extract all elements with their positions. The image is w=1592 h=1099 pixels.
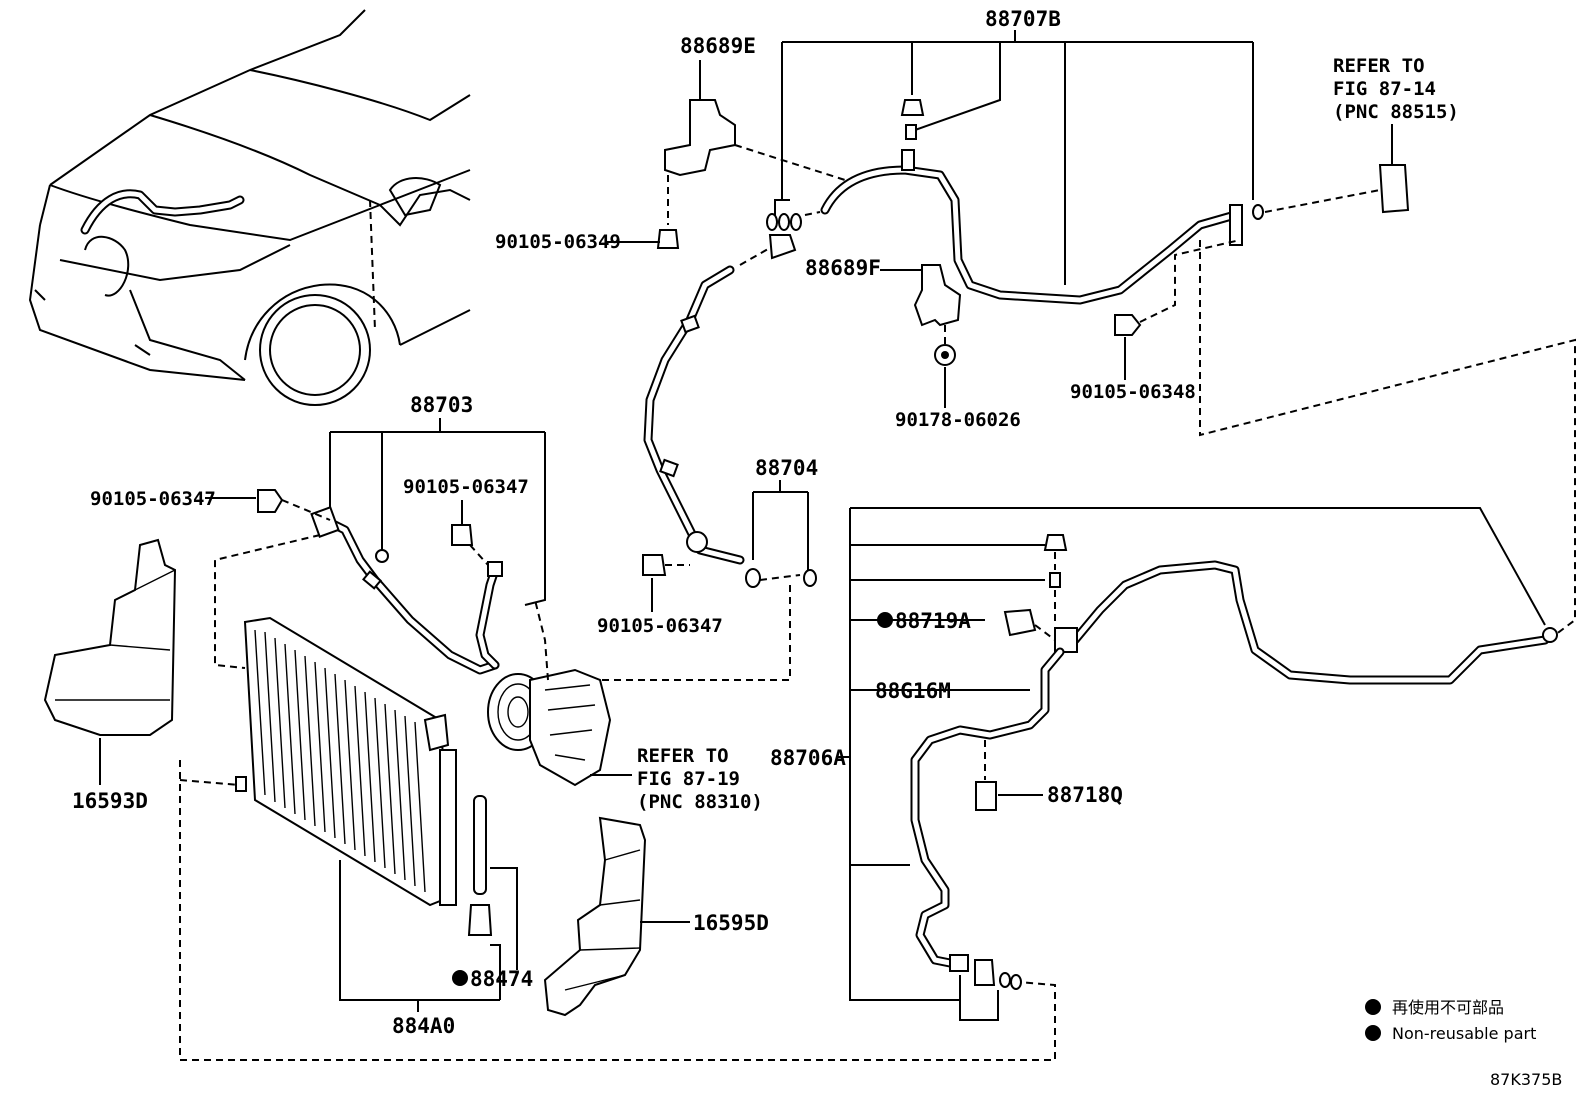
o-ring-icon	[745, 568, 761, 588]
group-88706A: 88718Q 88719A 88G16M 88706A	[770, 507, 1558, 1021]
label-90105-06349: 90105-06349	[495, 231, 621, 253]
label-88719A: 88719A	[895, 609, 971, 633]
o-ring-icon	[790, 213, 802, 231]
shield-16593D-icon	[43, 538, 177, 736]
hose-joint-icon	[768, 234, 797, 260]
group-16595D: 16595D	[543, 816, 769, 1017]
label-88704: 88704	[755, 456, 818, 480]
label-88689F: 88689F	[805, 256, 881, 280]
legend-dot-icon	[1365, 1025, 1381, 1041]
legend-dot-icon	[1365, 999, 1381, 1015]
pressure-sensor-icon	[1003, 608, 1037, 637]
bolt-icon	[1114, 314, 1142, 336]
group-88704: 88704 90105-06347	[555, 456, 818, 681]
shield-16595D-icon	[543, 816, 647, 1017]
label-90105-06347-a: 90105-06347	[90, 488, 216, 510]
group-88474: 88474	[452, 795, 533, 1000]
o-ring-icon	[766, 213, 778, 231]
label-88474: 88474	[470, 967, 533, 991]
hose-flange-icon	[1229, 204, 1243, 246]
o-ring-icon	[1010, 974, 1022, 990]
group-88703: 88703 90105-06347 90105-06347	[90, 393, 546, 675]
label-88718Q: 88718Q	[1047, 783, 1123, 807]
desiccant-icon	[473, 795, 487, 895]
expansion-valve-icon	[1378, 164, 1410, 214]
compressor-body-icon	[529, 668, 612, 787]
group-90105-06348: 90105-06348	[1070, 239, 1241, 403]
group-16593D: 16593D	[43, 538, 177, 813]
vehicle-front-illustration	[28, 9, 471, 406]
o-ring-icon	[999, 972, 1011, 988]
o-ring-icon	[778, 213, 790, 231]
receiver-tank-icon	[439, 749, 457, 906]
label-88703: 88703	[410, 393, 473, 417]
label-88706A: 88706A	[770, 746, 846, 770]
ref1-line3: (PNC 88515)	[1333, 101, 1459, 123]
bolt-icon	[642, 554, 667, 576]
reference-fig-87-14: REFER TO FIG 87-14 (PNC 88515)	[1199, 55, 1576, 636]
figure-id: 87K375B	[1490, 1070, 1562, 1089]
ref2-line2: FIG 87-19	[637, 768, 740, 790]
condenser-884A0: 884A0	[179, 616, 1056, 1061]
o-ring-icon	[803, 569, 817, 587]
non-reusable-dot	[877, 612, 893, 628]
ref2-line1: REFER TO	[637, 745, 729, 767]
condenser-fins	[254, 629, 426, 893]
service-port-icon	[901, 149, 915, 171]
label-88689E: 88689E	[680, 34, 756, 58]
compressor-assembly: REFER TO FIG 87-19 (PNC 88310)	[487, 599, 763, 813]
cap-icon	[900, 99, 925, 116]
suction-hose	[643, 234, 797, 565]
ref1-line1: REFER TO	[1333, 55, 1425, 77]
non-reusable-dot	[452, 970, 468, 986]
legend: 再使用不可部品 Non-reusable part	[1365, 998, 1536, 1043]
pressure-switch-icon	[975, 781, 997, 811]
bolt-icon	[257, 489, 284, 513]
valve-core-icon	[905, 124, 917, 140]
label-90178-06026: 90178-06026	[895, 409, 1021, 431]
label-884A0: 884A0	[392, 1014, 455, 1038]
label-16595D: 16595D	[693, 911, 769, 935]
label-88707B: 88707B	[985, 7, 1061, 31]
ref2-line3: (PNC 88310)	[637, 791, 763, 813]
group-88707B: 88707B	[766, 7, 1264, 305]
bracket-88689E-icon	[664, 99, 736, 177]
label-90105-06347-b: 90105-06347	[403, 476, 529, 498]
label-90105-06348: 90105-06348	[1070, 381, 1196, 403]
valve-core-icon	[1049, 572, 1061, 588]
legend-jp: 再使用不可部品	[1392, 998, 1504, 1017]
bolt-icon	[656, 229, 680, 249]
filter-plug-icon	[467, 904, 493, 936]
bracket-88689F-icon	[913, 264, 962, 327]
label-88G16M: 88G16M	[875, 679, 951, 703]
group-88689F: 88689F 90178-06026	[805, 256, 1021, 431]
label-16593D: 16593D	[72, 789, 148, 813]
label-90105-06347-c: 90105-06347	[597, 615, 723, 637]
group-88689E: 88689E 90105-06349	[495, 34, 846, 253]
ref1-line2: FIG 87-14	[1333, 78, 1436, 100]
o-ring-icon	[1252, 204, 1264, 220]
legend-en: Non-reusable part	[1392, 1024, 1536, 1043]
bolt-icon	[451, 524, 474, 546]
cap-icon	[1043, 534, 1068, 551]
